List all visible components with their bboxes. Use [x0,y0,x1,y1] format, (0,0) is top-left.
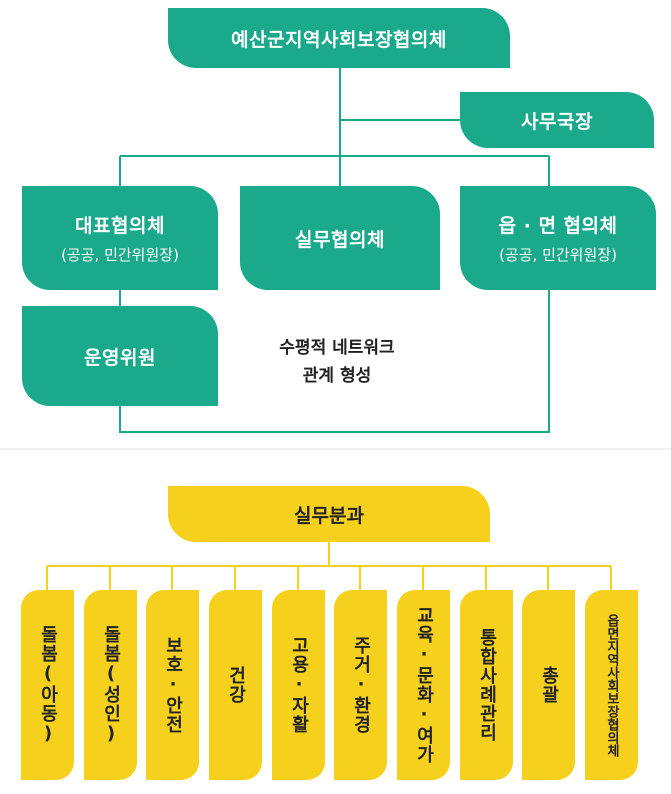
working-council-title: 실무협의체 [295,228,385,251]
subcommittee-case-management: 통합사례관리 [460,590,513,780]
subcommittee-label: 교육·문화·여가 [413,606,435,764]
root-label: 예산군지역사회보장협의체 [231,28,447,51]
town-council-title: 읍 · 면 협의체 [498,215,618,237]
working-subcommittee-box: 실무분과 [168,486,490,542]
town-council-box: 읍 · 면 협의체 (공공, 민간위원장) [460,186,656,290]
representative-council-sub: (공공, 민간위원장) [61,246,179,264]
network-note: 수평적 네트워크 관계 형성 [252,334,422,390]
subcommittee-label: 고용·자활 [288,636,310,734]
committee-box: 운영위원 [22,306,218,406]
subcommittee-label: 돌봄(아동) [37,625,59,745]
connector-bottom-loop [119,290,550,433]
committee-label: 운영위원 [84,346,156,369]
subcommittee-label: 건강 [225,666,247,704]
representative-council-box: 대표협의체 (공공, 민간위원장) [22,186,218,290]
subcommittee-label: 돌봄(성인) [100,625,122,745]
subcommittee-label: 읍면지역사회보장협의체 [604,613,619,757]
town-council-sub: (공공, 민간위원장) [499,246,617,264]
subcommittee-housing-environment: 주거·환경 [334,590,387,780]
network-note-line2: 관계 형성 [302,366,372,386]
subcommittee-education-culture: 교육·문화·여가 [397,590,450,780]
subcommittee-label: 주거·환경 [350,636,372,734]
top-org-chart: 예산군지역사회보장협의체 사무국장 대표협의체 (공공, 민간위원장) 실무협의… [22,8,656,433]
subcommittee-care-children: 돌봄(아동) [21,590,74,780]
secretary-label: 사무국장 [521,110,593,133]
secretary-box: 사무국장 [460,92,654,148]
subcommittee-care-adults: 돌봄(성인) [84,590,137,780]
subcommittee-label: 총괄 [538,666,560,704]
subcommittee-town-council: 읍면지역사회보장협의체 [585,590,638,780]
subcommittee-label: 보호·안전 [162,636,184,734]
representative-council-title: 대표협의체 [75,215,165,237]
top-connector-lines [119,68,550,433]
working-council-box: 실무협의체 [240,186,440,290]
network-note-line1: 수평적 네트워크 [279,338,395,358]
root-box: 예산군지역사회보장협의체 [168,8,510,68]
subcommittee-health: 건강 [209,590,262,780]
subcommittee-general: 총괄 [522,590,575,780]
working-subcommittee-label: 실무분과 [294,504,364,527]
subcommittee-label: 통합사례관리 [476,628,498,742]
subcommittee-employment: 고용·자활 [272,590,325,780]
subcommittee-protection-safety: 보호·안전 [146,590,199,780]
